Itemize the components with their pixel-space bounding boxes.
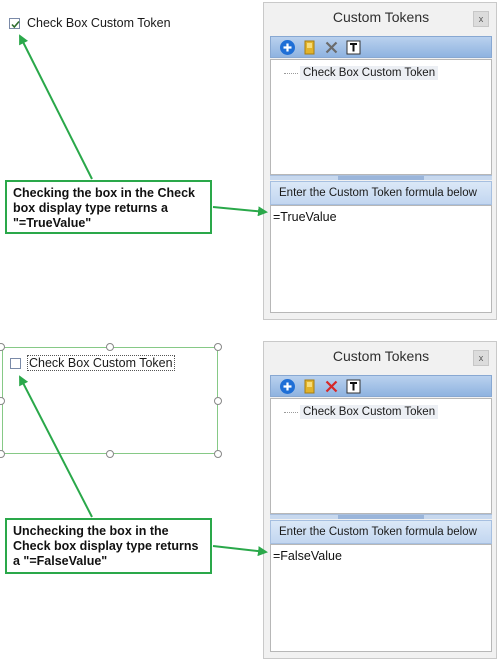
close-icon: x <box>478 353 484 363</box>
close-icon: x <box>478 14 484 24</box>
panel-title: Custom Tokens <box>332 9 430 25</box>
resize-handle-tl[interactable] <box>0 343 5 351</box>
tree-item-check-box-token[interactable]: Check Box Custom Token <box>300 405 439 419</box>
panel-title: Custom Tokens <box>332 348 430 364</box>
arrow-to-checkbox-checked <box>19 34 93 180</box>
callout-checked: Checking the box in the Check box displa… <box>5 180 212 234</box>
custom-token-button[interactable] <box>301 39 318 56</box>
formula-header: Enter the Custom Token formula below <box>270 181 492 205</box>
tree-connector <box>284 412 298 413</box>
delete-token-button[interactable] <box>323 378 340 395</box>
checkbox-label: Check Box Custom Token <box>27 16 171 30</box>
add-token-button[interactable] <box>279 39 296 56</box>
text-token-icon <box>346 40 361 55</box>
panel-splitter[interactable] <box>270 514 492 519</box>
panel-toolbar <box>270 375 492 397</box>
text-token-icon <box>346 379 361 394</box>
text-token-button[interactable] <box>345 39 362 56</box>
custom-tokens-panel: Custom Tokens x Check <box>263 2 497 320</box>
delete-icon <box>325 380 338 393</box>
resize-handle-mr[interactable] <box>214 397 222 405</box>
resize-handle-bm[interactable] <box>106 450 114 458</box>
add-icon <box>280 379 295 394</box>
resize-handle-bl[interactable] <box>0 450 5 458</box>
custom-token-icon <box>304 379 315 394</box>
close-button[interactable]: x <box>473 11 489 27</box>
resize-handle-tr[interactable] <box>214 343 222 351</box>
text-token-button[interactable] <box>345 378 362 395</box>
add-icon <box>280 40 295 55</box>
resize-handle-tm[interactable] <box>106 343 114 351</box>
tree-connector <box>284 73 298 74</box>
tree-item-check-box-token[interactable]: Check Box Custom Token <box>300 66 439 80</box>
custom-token-button[interactable] <box>301 378 318 395</box>
resize-handle-ml[interactable] <box>0 397 5 405</box>
arrow-to-formula-false <box>212 545 268 557</box>
panel-toolbar <box>270 36 492 58</box>
splitter-grip[interactable] <box>338 176 424 180</box>
custom-tokens-panel: Custom Tokens x Check <box>263 341 497 659</box>
callout-unchecked: Unchecking the box in the Check box disp… <box>5 518 212 574</box>
delete-icon <box>325 41 338 54</box>
checkbox-checked[interactable] <box>9 18 20 29</box>
formula-input[interactable]: =TrueValue <box>270 205 492 313</box>
close-button[interactable]: x <box>473 350 489 366</box>
token-tree: Check Box Custom Token <box>270 59 492 175</box>
checkmark-icon <box>11 20 20 29</box>
formula-input[interactable]: =FalseValue <box>270 544 492 652</box>
checkbox-unchecked[interactable] <box>10 358 21 369</box>
splitter-grip[interactable] <box>338 515 424 519</box>
resize-handle-br[interactable] <box>214 450 222 458</box>
token-tree: Check Box Custom Token <box>270 398 492 514</box>
formula-header: Enter the Custom Token formula below <box>270 520 492 544</box>
checkbox-label: Check Box Custom Token <box>27 355 175 371</box>
custom-token-icon <box>304 40 315 55</box>
arrow-to-formula-true <box>212 206 268 217</box>
delete-token-button[interactable] <box>323 39 340 56</box>
panel-splitter[interactable] <box>270 175 492 180</box>
add-token-button[interactable] <box>279 378 296 395</box>
